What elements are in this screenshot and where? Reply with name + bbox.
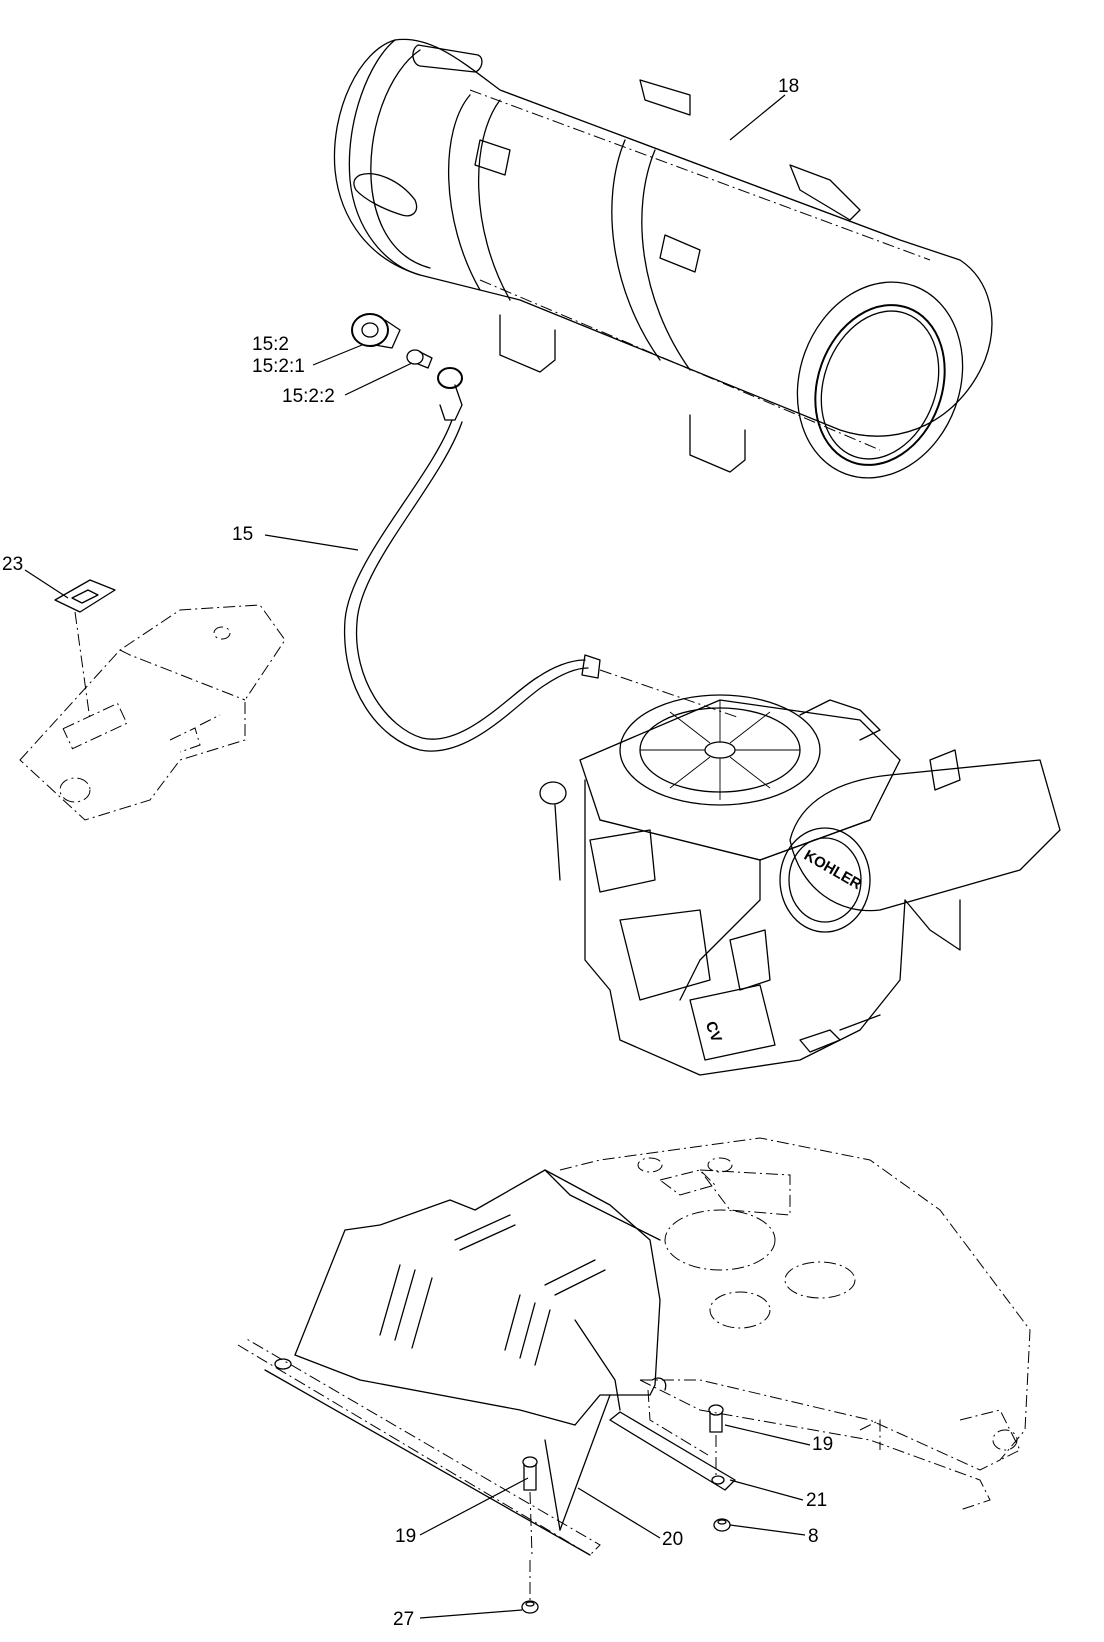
air-cleaner	[333, 38, 993, 479]
nut-right	[713, 1518, 731, 1532]
engine-model-text: CV	[702, 1019, 725, 1044]
callout-27: 27	[393, 1609, 414, 1630]
leader-lines	[24, 94, 811, 1619]
bolt-left	[522, 1456, 538, 1556]
adapter-fitting	[406, 349, 424, 365]
engine-brand-text: KOHLER	[801, 847, 864, 893]
callout-15-2-1: 15:2:1	[252, 356, 305, 377]
engine: CV KOHLER	[539, 694, 1061, 1076]
callout-21: 21	[806, 1490, 827, 1511]
decal	[54, 579, 116, 721]
restriction-indicator-hose	[343, 313, 741, 752]
callout-23: 23	[2, 554, 23, 575]
callout-19-right: 19	[812, 1434, 833, 1455]
indicator-cap	[351, 313, 389, 347]
callout-8: 8	[808, 1526, 819, 1547]
bracket	[609, 1389, 736, 1491]
callout-20: 20	[662, 1529, 683, 1550]
bolt-right	[708, 1404, 724, 1475]
mount-strip	[237, 1337, 601, 1556]
callout-19-left: 19	[395, 1526, 416, 1547]
dipstick-cap	[539, 781, 567, 805]
elbow-fitting	[437, 367, 463, 389]
control-panel-bracket	[19, 604, 286, 821]
callout-18: 18	[778, 76, 799, 97]
heat-shield	[294, 1169, 667, 1531]
callout-15: 15	[232, 524, 253, 545]
callout-15-2: 15:2	[252, 334, 289, 355]
callout-15-2-2: 15:2:2	[282, 386, 335, 407]
frame	[559, 1137, 1031, 1511]
fan-screen	[619, 694, 821, 806]
kohler-cover	[779, 827, 871, 933]
nut-left	[521, 1560, 539, 1614]
